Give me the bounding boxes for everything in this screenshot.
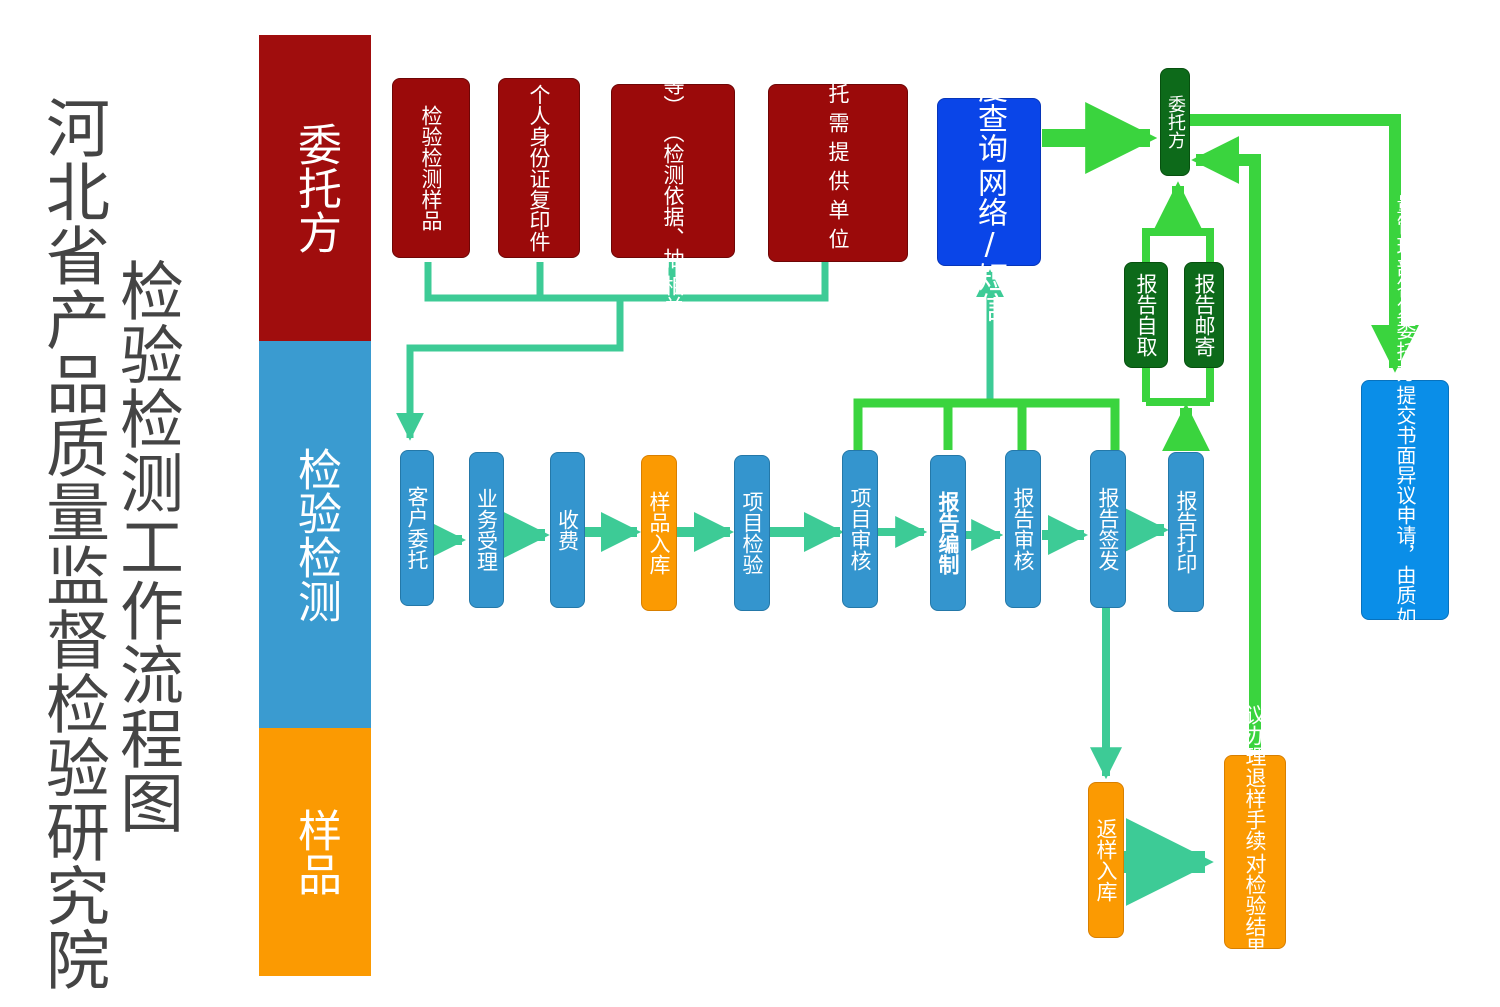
- node-id-copy: 个人身份证复印件: [498, 78, 580, 258]
- node-item-review: 项目审核: [842, 450, 878, 608]
- node-progress-query: 进度查询 网络/短信: [937, 43, 1041, 322]
- node-fee: 收费: [550, 452, 585, 608]
- node-report-mail: 报告邮寄: [1184, 262, 1224, 368]
- docs-merge-line: [424, 262, 829, 302]
- node-no-objection: 议办理退样手续 对检验结果无异: [1224, 704, 1286, 1000]
- node-report-compile: 报告编制: [930, 455, 966, 611]
- lane-sample-label: 样品: [290, 808, 341, 896]
- node-customer-entrust: 客户委托: [400, 450, 434, 606]
- org-title: 河北省产品质量监督检验研究院: [35, 95, 109, 991]
- node-sample-item: 检验检测样品: [392, 78, 470, 258]
- arrow-noobjection-client: [1191, 136, 1261, 750]
- node-item-test: 项目检验: [734, 455, 770, 611]
- chart-title: 检验检测工作流程图: [109, 258, 183, 834]
- node-entrust-letter: 委托书（盖公章） 托需提供单位 以单位名义委: [768, 0, 908, 441]
- node-report-review: 报告审核: [1005, 450, 1041, 608]
- node-client-top: 委托方: [1160, 68, 1190, 176]
- node-objection: 量管理部答复委托方 提交书面异议申请，由质 如对结果有异义，: [1361, 194, 1449, 807]
- pickup-mail-lower-bracket: [1142, 368, 1214, 406]
- node-return-storage: 返样入库: [1088, 782, 1124, 938]
- node-sample-storage: 样品入库: [641, 455, 677, 611]
- node-report-print: 报告打印: [1168, 452, 1204, 612]
- docs-to-entrust-arrow: [396, 298, 624, 441]
- node-sample-docs: 样单[如有]等） （检测依据、抽 相关技术资料: [611, 0, 735, 401]
- node-report-self-pick: 报告自取: [1124, 262, 1168, 368]
- pickup-mail-upper-bracket: [1142, 228, 1214, 262]
- lane-client-label: 委托方: [290, 122, 341, 254]
- status-collector-line: [853, 398, 1120, 450]
- lane-client: 委托方: [259, 35, 371, 341]
- lane-inspection: 检验检测: [259, 341, 371, 728]
- lane-sample: 样品: [259, 728, 371, 976]
- node-report-sign: 报告签发: [1090, 450, 1126, 608]
- lane-inspection-label: 检验检测: [290, 446, 341, 623]
- node-business-accept: 业务受理: [469, 452, 504, 608]
- arrow-client-objection: [1190, 114, 1419, 373]
